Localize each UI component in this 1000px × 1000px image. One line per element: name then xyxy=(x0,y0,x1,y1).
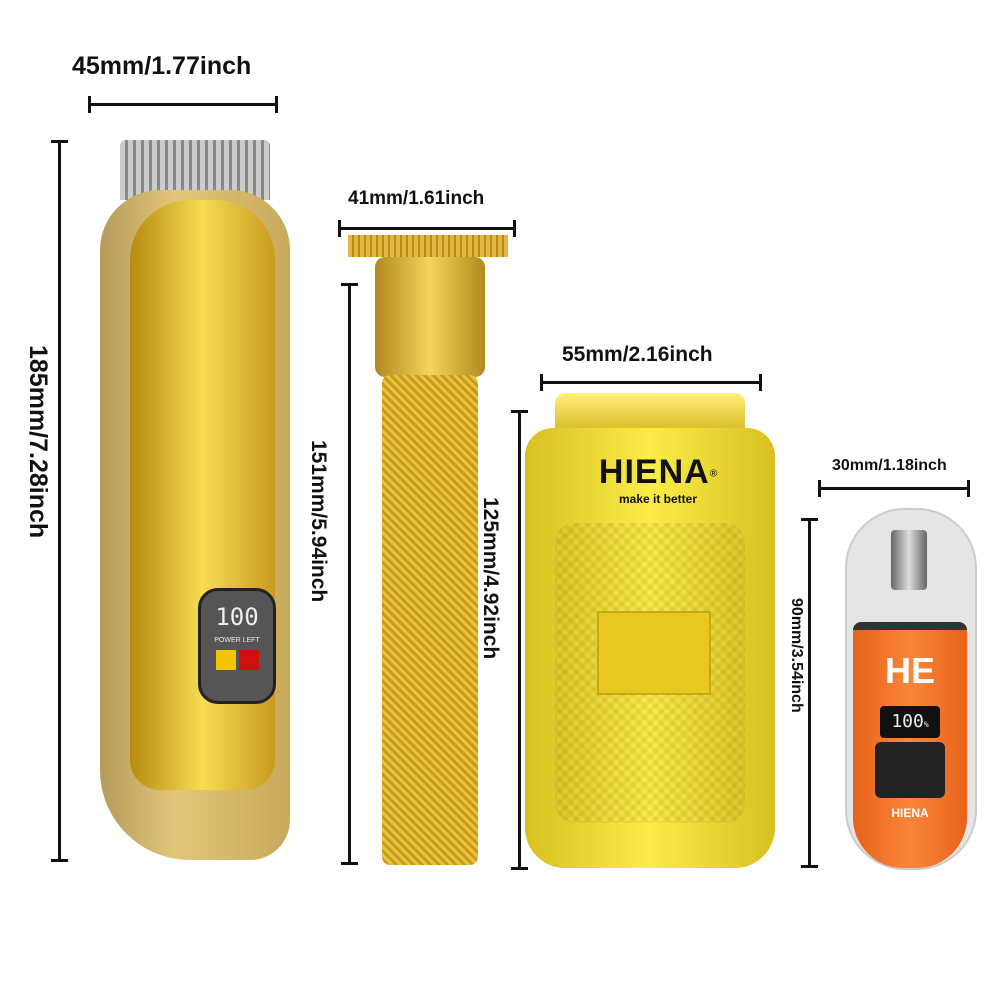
clipper-width-label: 45mm/1.77inch xyxy=(72,52,252,80)
clipper-height-label: 185mm/7.28inch xyxy=(24,345,52,539)
foil-shaver: HIENA® make it better xyxy=(525,393,775,868)
nose-trimmer-head xyxy=(891,530,927,590)
nose-trimmer-height-line xyxy=(801,518,818,868)
nose-trimmer-body: HE 100% HIENA xyxy=(853,622,967,868)
nose-trimmer-brand: HIENA xyxy=(891,806,929,820)
shaver-foil-head xyxy=(555,393,745,433)
shaver-width-line xyxy=(540,374,762,391)
trimmer-blade xyxy=(348,235,508,257)
clipper-display: 100 POWER LEFT xyxy=(198,588,276,704)
trimmer-head xyxy=(375,257,485,377)
shaver-power-button xyxy=(597,611,711,695)
nose-trimmer-display: 100% xyxy=(880,706,940,738)
shaver-slogan: make it better xyxy=(618,492,698,506)
trimmer-width-label: 41mm/1.61inch xyxy=(348,188,485,209)
nose-trimmer-height-label: 90mm/3.54inch xyxy=(788,598,805,713)
clipper-power-left-label: POWER LEFT xyxy=(214,637,260,644)
hair-clipper: 100 POWER LEFT xyxy=(90,140,310,860)
shaver-brand: HIENA xyxy=(598,453,710,491)
nose-trimmer-circuit xyxy=(875,742,945,798)
t-blade-trimmer xyxy=(340,235,520,865)
trimmer-height-line xyxy=(341,283,358,865)
oil-icon xyxy=(215,650,236,670)
nose-trimmer-width-label: 30mm/1.18inch xyxy=(832,457,947,474)
trimmer-width-line xyxy=(338,220,516,237)
clipper-battery-readout: 100 xyxy=(215,603,259,631)
shaver-height-label: 125mm/4.92inch xyxy=(479,497,502,660)
nose-trimmer-logo: HE xyxy=(884,650,935,691)
trimmer-handle xyxy=(382,375,478,865)
registered-mark: ® xyxy=(709,468,718,480)
nose-trimmer: HE 100% HIENA xyxy=(845,508,977,870)
shaver-width-label: 55mm/2.16inch xyxy=(562,343,713,366)
shaver-height-line xyxy=(511,410,528,870)
trimmer-height-label: 151mm/5.94inch xyxy=(307,440,330,603)
plug-icon xyxy=(238,650,259,670)
nose-trimmer-width-line xyxy=(818,480,970,497)
clipper-height-line xyxy=(51,140,68,862)
clipper-width-line xyxy=(88,96,278,113)
